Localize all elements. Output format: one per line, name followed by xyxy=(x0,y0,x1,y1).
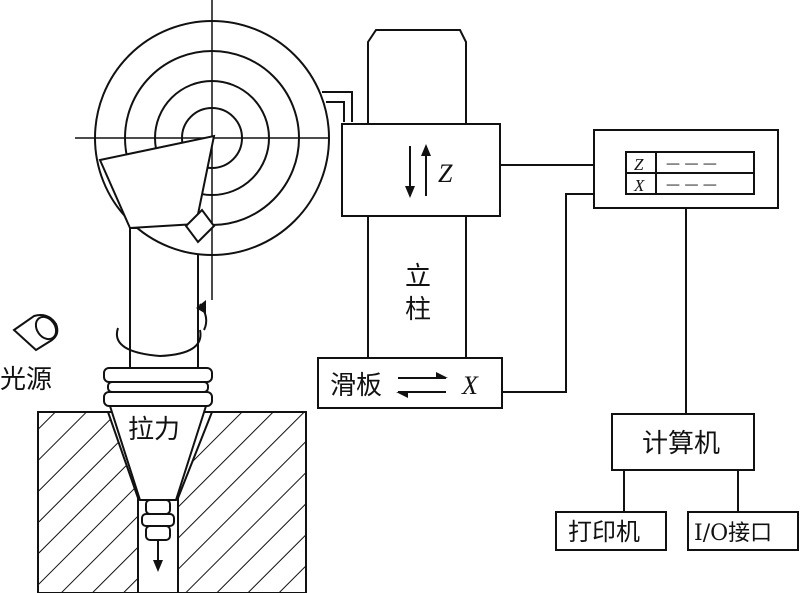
io-port-label: I/O接口 xyxy=(694,521,772,546)
z-axis-label: Z xyxy=(438,159,453,188)
digital-display: Z X — — — — — — xyxy=(593,129,779,209)
x-axis-label: X xyxy=(461,371,479,400)
printer-label: 打印机 xyxy=(568,518,640,546)
column-label-char-2: 柱 xyxy=(405,295,431,325)
z-carriage: Z xyxy=(341,123,501,217)
column-label-char-1: 立 xyxy=(405,262,431,292)
slide-label: 滑板 xyxy=(330,371,382,401)
printer-box: 打印机 xyxy=(555,511,667,551)
x-signal-wire xyxy=(502,193,594,393)
display-z-value: — — — xyxy=(666,156,717,172)
light-source-icon xyxy=(12,314,59,352)
io-port-box: I/O接口 xyxy=(687,511,799,551)
projection-screen xyxy=(75,0,330,300)
slide: 滑板 X xyxy=(317,357,503,409)
display-z-label: Z xyxy=(634,155,644,174)
pull-force-label: 拉力 xyxy=(128,415,180,445)
computer-box: 计算机 xyxy=(611,413,755,471)
display-x-value: — — — xyxy=(666,177,717,193)
computer-label: 计算机 xyxy=(642,429,720,459)
light-source-label: 光源 xyxy=(0,365,52,395)
projector-bracket xyxy=(322,91,353,122)
display-x-label: X xyxy=(633,176,645,195)
